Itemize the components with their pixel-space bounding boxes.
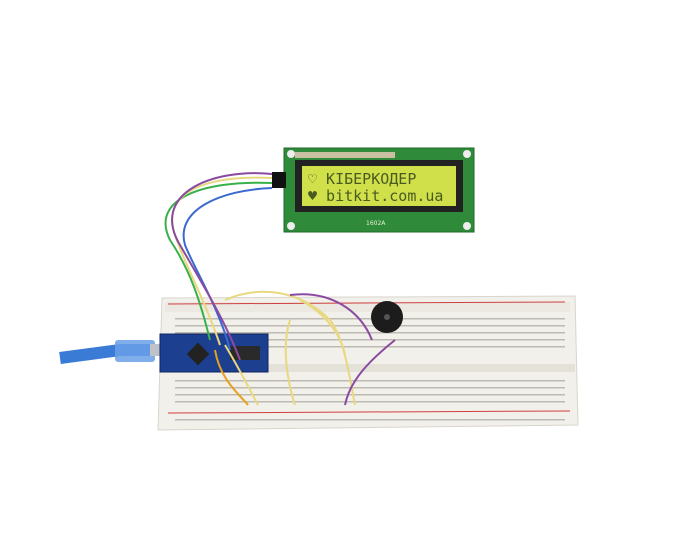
arduino-nano [159,333,269,373]
lcd-model-label: 1602A [366,220,386,227]
lcd-line-1: ♡ КІБЕРКОДЕР [308,170,416,188]
usb-cable [59,340,164,364]
lcd-line-2: ♥ bitkit.com.ua [308,187,443,205]
lcd-module: ♡ КІБЕРКОДЕР ♥ bitkit.com.ua 1602A [272,147,475,233]
jumper-wires [164,172,396,406]
